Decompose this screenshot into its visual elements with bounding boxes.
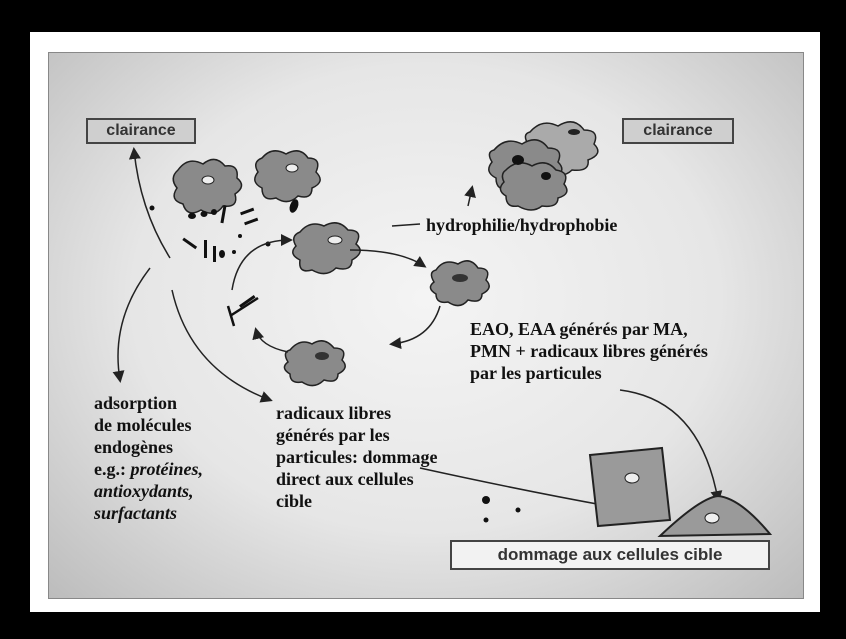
target-cell-square [588,446,672,528]
eao-line-2: PMN + radicaux libres générés [470,341,708,361]
radicaux-line-1: radicaux libres [276,403,392,423]
macrophage-cell-3 [292,222,361,275]
adsorption-line-4: e.g.: protéines, [94,458,203,480]
adsorption-line-1: adsorption [94,393,178,413]
adsorption-line-6: surfactants [94,502,177,524]
radicaux-line-5: cible [276,491,312,511]
particles-cluster [149,199,521,523]
macrophage-cell-1 [172,158,243,214]
eao-line-3: par les particules [470,363,602,383]
macrophage-cell-5 [283,340,346,387]
surfactants-label: surfactants [94,503,178,523]
radicaux-line-3: particules: dommage [276,447,438,467]
eao-line-1: EAO, EAA générés par MA, [470,319,688,339]
macrophage-cluster-top-right [488,121,599,211]
target-cell-flat [657,494,773,538]
radicaux-line-2: générés par les [276,425,390,445]
antioxydants-label: antioxydants, [94,481,194,501]
eg-label: e.g.: [94,459,126,479]
hydro-label: hydrophilie/hydrophobie [426,215,618,235]
macrophage-cell-4 [429,260,490,307]
inhibition-mark [226,296,259,327]
radicaux-line-4: direct aux cellules [276,469,414,489]
adsorption-line-2: de molécules [94,415,192,435]
arrows [112,147,723,511]
clairance-box-left: clairance [86,118,196,144]
adsorption-line-3: endogènes [94,437,174,457]
clairance-box-right: clairance [622,118,734,144]
macrophage-cell-2 [254,150,321,203]
hydro-pointer [391,223,421,227]
proteines-label: protéines, [130,459,203,479]
dommage-box: dommage aux cellules cible [450,540,770,570]
adsorption-line-5: antioxydants, [94,480,194,502]
